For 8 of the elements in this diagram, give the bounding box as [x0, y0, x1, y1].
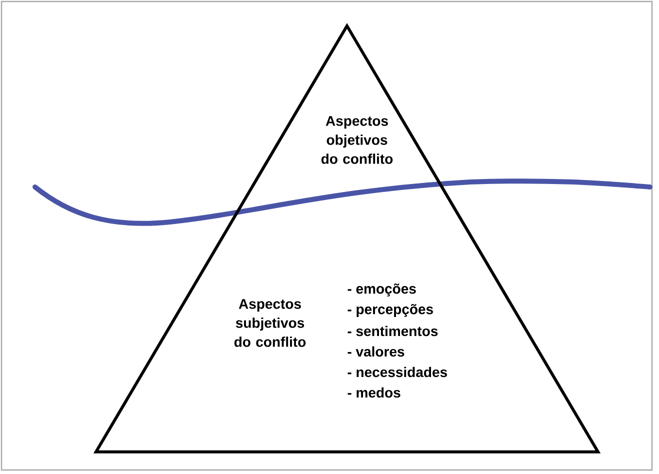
list-item: - necessidades [348, 366, 447, 378]
list-item: - emoções [348, 283, 416, 296]
list-item: - medos [348, 387, 400, 398]
text: Aspectos objetivos do conflito [321, 116, 393, 164]
list-item: - valores [348, 346, 404, 357]
text: Aspectos subjetivos do conflito [234, 299, 306, 347]
list-item: - sentimentos [348, 326, 438, 336]
list-item: - percepções [348, 304, 433, 317]
